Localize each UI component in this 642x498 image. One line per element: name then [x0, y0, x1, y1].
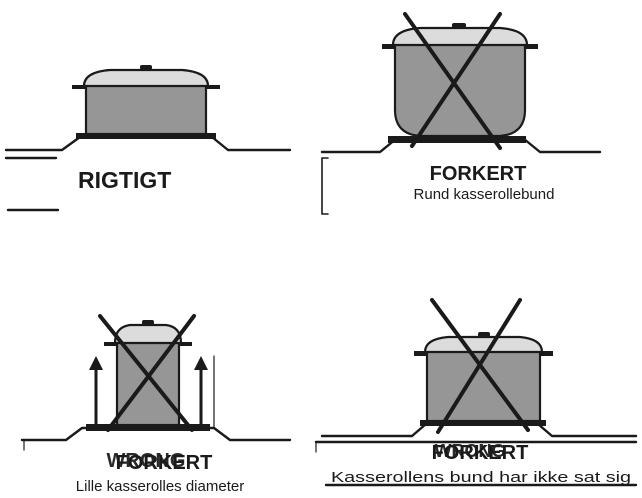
arrow-head-icon — [89, 356, 103, 370]
verdict-label: RIGTIGT — [78, 167, 171, 193]
lid-knob — [452, 23, 466, 28]
lid-knob — [142, 320, 154, 325]
arrow-head-icon — [194, 356, 208, 370]
caption-label: Lille kasserolles diameter — [76, 478, 244, 495]
cross-mark — [98, 314, 194, 432]
pot-lid — [113, 323, 183, 345]
lid-knob — [478, 332, 490, 337]
verdict-label: FORKERT — [430, 163, 527, 185]
panel-round-bottom: FORKERT Rund kasserollebund — [320, 12, 602, 215]
verdict-label: FORKERT — [116, 452, 213, 474]
panel-small-diameter: WRONG FORKERT Lille kasserolles diameter — [20, 314, 292, 495]
pot-body — [425, 349, 542, 423]
verdict-label: FORKERT — [432, 442, 529, 464]
pot-body — [84, 83, 208, 136]
edge-bracket — [321, 157, 329, 215]
pot-handle-right — [205, 85, 220, 89]
cross-mark — [106, 314, 196, 432]
hotplate — [86, 424, 210, 431]
overlapping-label: WRONG — [435, 441, 506, 461]
hotplate — [420, 420, 546, 426]
pot-lid — [391, 26, 529, 47]
panel-correct: RIGTIGT — [4, 65, 292, 212]
hotplate — [388, 136, 526, 143]
pot-handle-right — [524, 44, 538, 49]
pot-body — [115, 340, 181, 427]
pot-handle-left — [104, 342, 118, 346]
pot-handle-left — [414, 351, 428, 356]
overlapping-label: WRONG — [107, 450, 186, 472]
pot-handle-left — [382, 44, 396, 49]
pot-handle-right — [539, 351, 553, 356]
pot-handle-left — [72, 85, 87, 89]
caption-label: Kasserollens bund har ikke sat sig — [331, 469, 631, 486]
cross-mark — [403, 12, 502, 150]
lid-knob — [140, 65, 152, 70]
pot-lid — [82, 68, 210, 88]
panel-not-seated: WRONG FORKERT Kasserollens bund har ikke… — [314, 298, 638, 487]
pot-lid — [423, 335, 544, 354]
caption-label: Rund kasserollebund — [414, 186, 555, 203]
cross-mark — [436, 298, 522, 434]
hotplate — [76, 133, 216, 139]
pot-handle-right — [178, 342, 192, 346]
cross-mark — [410, 12, 502, 148]
